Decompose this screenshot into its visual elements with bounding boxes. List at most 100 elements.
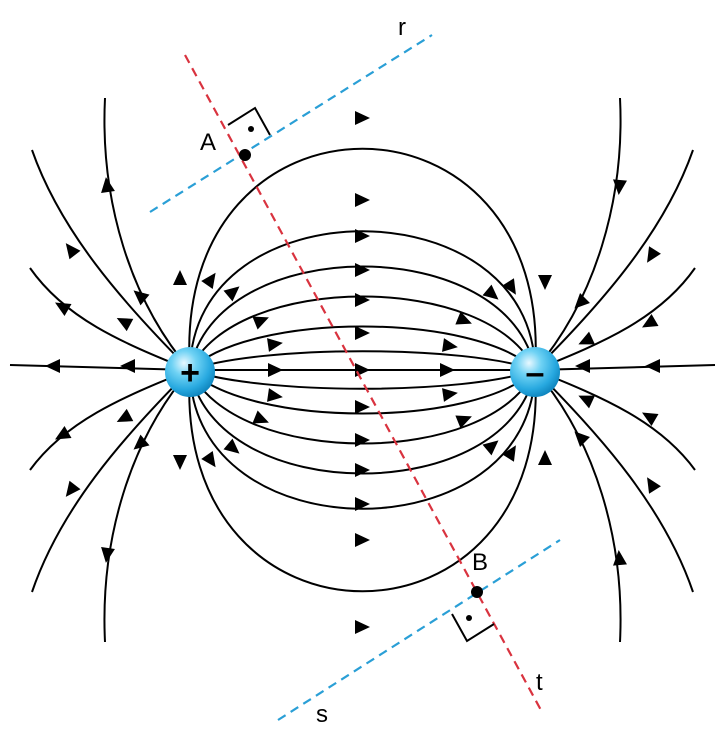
arrowhead [252,410,269,424]
arrowhead [65,480,81,497]
field-line [534,369,696,471]
field-line [29,369,191,471]
arrowhead [201,450,216,468]
arrowhead [120,359,135,373]
arrowhead [642,412,659,427]
field-line [103,369,191,643]
arrowhead [201,272,216,290]
arrowhead [538,450,552,465]
field-line [534,97,622,371]
arrowhead [613,550,627,566]
label-t: t [536,669,543,696]
arrowhead [355,620,370,634]
positive-charge-sphere [165,347,215,397]
right-angle-marker-a [227,106,271,136]
label-r: r [398,14,406,41]
arrowhead [355,363,370,377]
arrowhead [223,438,240,454]
point-a [239,149,251,161]
arrowhead [355,263,370,277]
arrowhead [355,326,370,340]
arrowhead [173,270,187,285]
negative-charge-sphere [510,347,560,397]
construction-lines [149,34,561,721]
tangent-line-s [277,539,561,721]
field-line [188,147,537,371]
field-line [189,350,536,371]
field-line [29,267,191,371]
arrowhead [252,316,269,330]
arrowhead [267,388,283,402]
field-line [534,369,622,643]
arrowhead [455,311,472,325]
arrowhead [647,477,661,494]
positive-charge-sign: + [180,354,200,392]
field-line [189,265,536,371]
tangent-line-r [149,34,433,213]
right-angle-markers [227,106,495,643]
arrowhead [502,445,516,462]
arrowhead [133,434,150,450]
field-line [103,97,191,371]
arrowhead [442,388,458,402]
arrowhead [355,229,370,243]
arrowhead [116,408,134,423]
arrowhead [578,331,595,345]
arrowhead [101,177,115,193]
arrowhead [355,497,370,511]
arrowhead [538,275,552,290]
field-line [534,267,696,371]
field-line [31,369,191,593]
arrowhead [647,246,661,263]
arrowhead [355,400,370,414]
arrowhead [55,425,72,440]
arrowhead [355,533,370,547]
field-line [534,364,716,371]
field-lines-right [534,97,716,643]
arrowhead [482,284,499,300]
arrowhead [173,455,187,470]
arrowhead [613,179,627,195]
arrowhead [223,286,240,302]
field-line [188,369,537,593]
field-line [189,369,536,475]
field-line [31,149,191,371]
arrowhead [355,463,370,477]
arrowhead [133,290,150,306]
arrowhead [455,415,472,429]
arrowhead [65,243,81,260]
arrowhead [575,359,590,373]
arrowhead [355,293,370,307]
label-b: B [472,549,488,576]
arrowhead [482,440,499,456]
field-line [534,369,694,593]
right-angle-dot-b [466,615,472,621]
arrowhead [55,302,72,317]
normal-line-t [184,54,543,713]
field-line [189,369,536,390]
arrowhead [355,193,370,207]
arrowhead [355,433,370,447]
point-b [471,586,483,598]
arrowhead [355,111,370,125]
arrowhead [578,395,595,409]
negative-charge-sign: – [526,354,545,392]
arrowhead [442,338,458,352]
arrowhead [267,338,283,352]
label-a: A [200,129,216,156]
field-lines-left [9,97,191,643]
arrowheads [45,111,661,634]
field-line [189,369,536,415]
field-line [189,369,536,510]
label-s: s [316,701,328,728]
arrowhead [116,317,134,332]
arrowhead [574,293,590,309]
field-line [189,230,536,371]
arrowhead [268,363,283,377]
negative-charge: – [510,347,560,397]
arrowhead [45,359,60,373]
arrowhead [440,363,455,377]
arrowhead [574,431,590,447]
